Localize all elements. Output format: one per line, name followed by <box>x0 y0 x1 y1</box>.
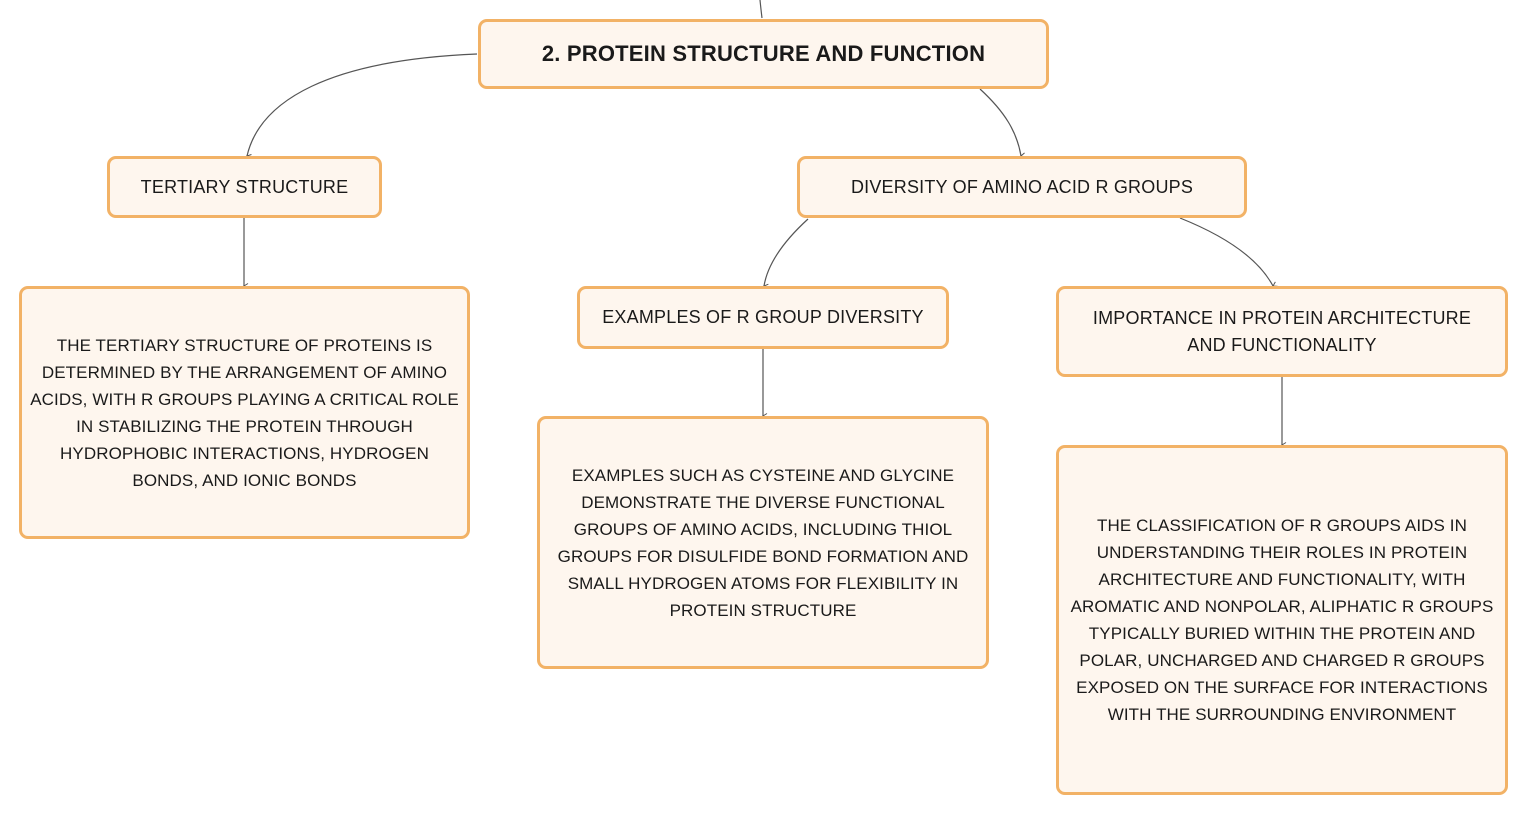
r-group-examples-node[interactable]: EXAMPLES OF R GROUP DIVERSITY <box>577 286 949 349</box>
tertiary-structure-label: TERTIARY STRUCTURE <box>140 176 349 197</box>
diversity-r-groups-label: DIVERSITY OF AMINO ACID R GROUPS <box>850 176 1194 197</box>
tertiary-detail-node[interactable]: THE TERTIARY STRUCTURE OF PROTEINS IS DE… <box>19 286 470 539</box>
importance-detail-text: THE CLASSIFICATION OF R GROUPS AIDS IN U… <box>1070 516 1494 724</box>
tertiary-detail-text: THE TERTIARY STRUCTURE OF PROTEINS IS DE… <box>30 335 459 490</box>
connector-diversity-importance <box>1179 217 1278 287</box>
r-group-examples-detail-text: EXAMPLES SUCH AS CYSTEINE AND GLYCINE DE… <box>557 465 969 620</box>
importance-detail-node[interactable]: THE CLASSIFICATION OF R GROUPS AIDS IN U… <box>1056 445 1508 795</box>
root-topic-label: 2. PROTEIN STRUCTURE AND FUNCTION <box>541 41 986 66</box>
root-topic-node[interactable]: 2. PROTEIN STRUCTURE AND FUNCTION <box>478 19 1049 89</box>
connector-diversity-examples <box>763 218 809 290</box>
connector-incoming-root <box>759 0 763 19</box>
diversity-r-groups-node[interactable]: DIVERSITY OF AMINO ACID R GROUPS <box>797 156 1247 218</box>
connector-root-tertiary <box>246 53 478 160</box>
connector-root-diversity <box>979 88 1026 159</box>
importance-architecture-node[interactable]: IMPORTANCE IN PROTEIN ARCHITECTURE AND F… <box>1056 286 1508 377</box>
tertiary-structure-node[interactable]: TERTIARY STRUCTURE <box>107 156 382 218</box>
importance-architecture-label: IMPORTANCE IN PROTEIN ARCHITECTURE AND F… <box>1092 307 1472 355</box>
r-group-examples-label: EXAMPLES OF R GROUP DIVERSITY <box>602 307 924 327</box>
r-group-examples-detail-node[interactable]: EXAMPLES SUCH AS CYSTEINE AND GLYCINE DE… <box>537 416 989 669</box>
